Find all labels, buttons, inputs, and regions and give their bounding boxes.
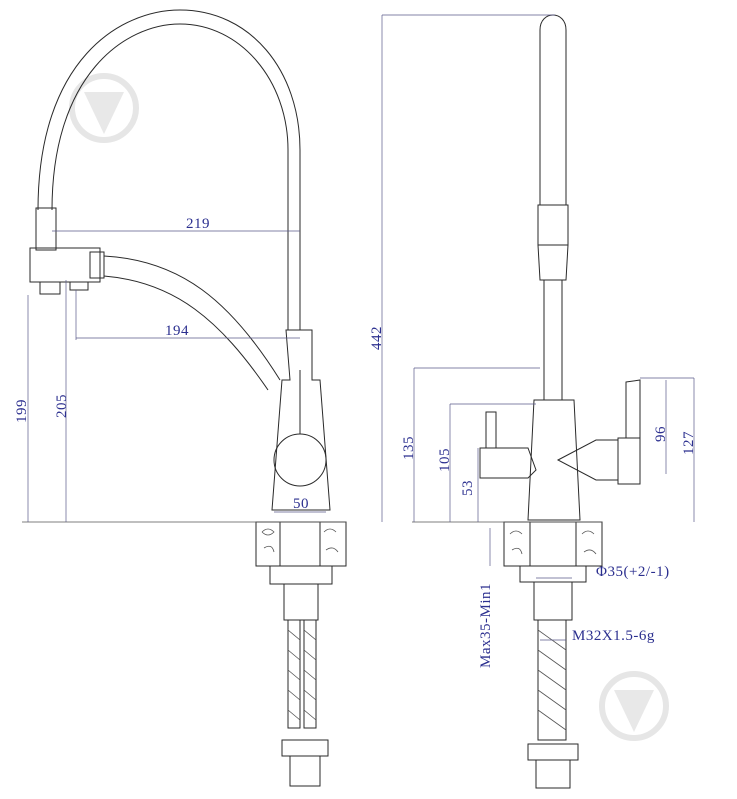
dim-105-label: 105 [437, 448, 453, 472]
dim-53-label: 53 [460, 480, 476, 496]
watermark-logo-bottom [599, 671, 669, 741]
dim-194-label: 194 [165, 323, 189, 339]
dim-219-label: 219 [186, 216, 210, 232]
side-dimension-lines [381, 14, 695, 641]
watermark-logo-top [69, 73, 139, 143]
dim-135-label: 135 [401, 436, 417, 460]
dim-442-label: 442 [369, 326, 385, 350]
front-view [22, 9, 347, 787]
thread-label: M32X1.5-6g [572, 628, 655, 644]
dim-205-label: 205 [54, 394, 70, 418]
diameter-label: Φ35(+2/-1) [596, 564, 670, 580]
dim-96-label: 96 [653, 426, 669, 442]
dim-127-label: 127 [681, 431, 697, 455]
dim-50-label: 50 [293, 496, 309, 512]
side-view [412, 14, 641, 789]
counter-thickness-label: Max35-Min1 [478, 583, 494, 668]
dim-199-label: 199 [14, 399, 30, 423]
front-dimension-lines [27, 230, 326, 522]
